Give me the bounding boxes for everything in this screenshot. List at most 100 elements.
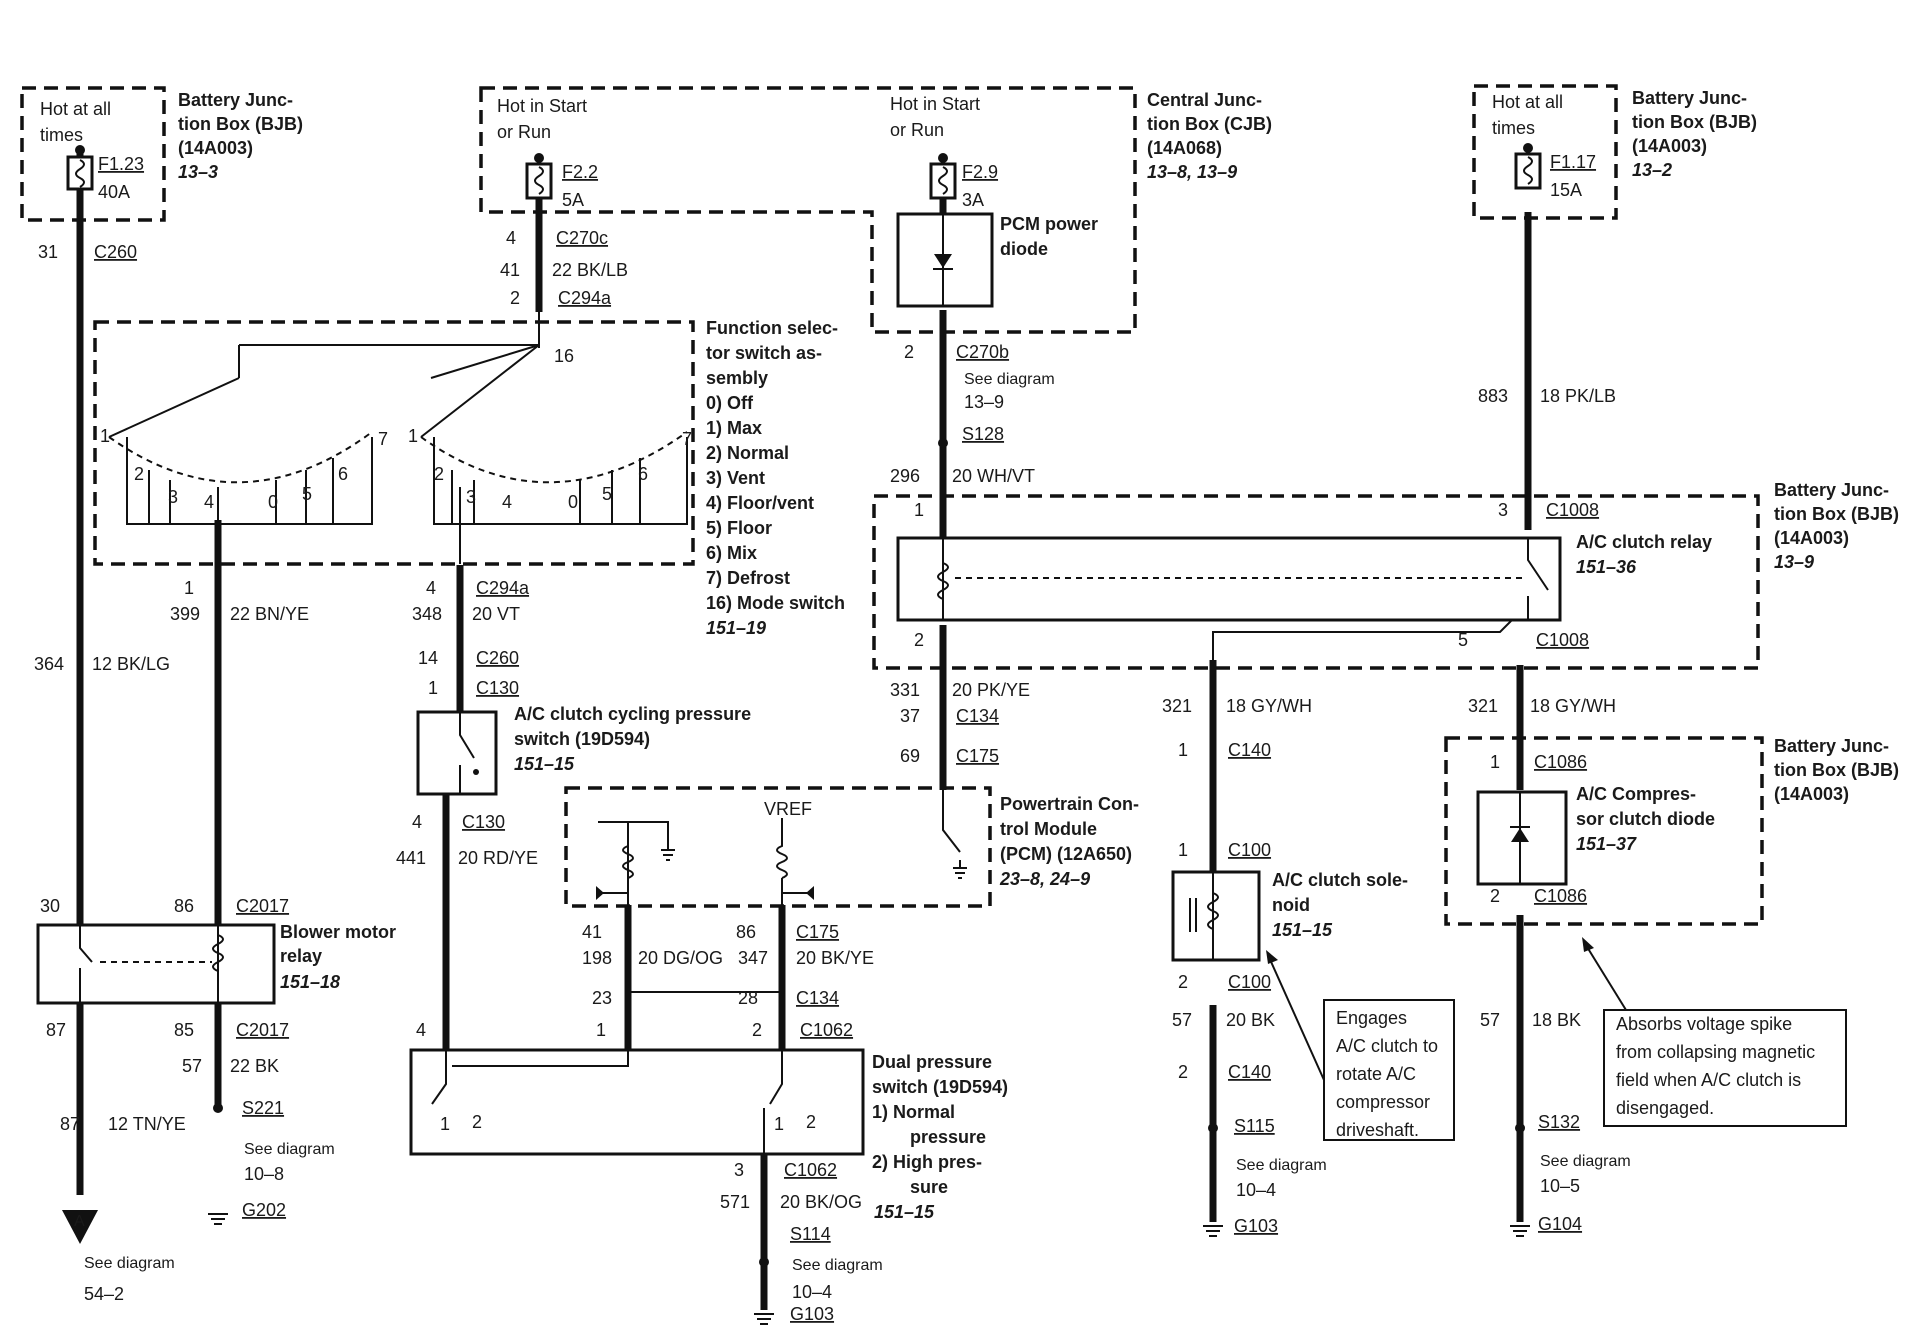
- arrow-icon: [1266, 950, 1278, 964]
- connector-label: 20 PK/YE: [952, 680, 1030, 700]
- switch-position: 1: [774, 1114, 784, 1134]
- connector-label: 20 BK: [1226, 1010, 1275, 1030]
- note-absorb-text: disengaged.: [1616, 1098, 1714, 1118]
- dual-switch-ref: 151–15: [874, 1202, 935, 1222]
- connector-label: C2017: [236, 896, 289, 916]
- connector-label: 86: [736, 922, 756, 942]
- cycling-switch-title: switch (19D594): [514, 729, 650, 749]
- note-engage-leader: [1267, 954, 1325, 1081]
- function-mode-item: 6) Mix: [706, 543, 757, 563]
- connector-label: 12 BK/LG: [92, 654, 170, 674]
- diode-bjb-title: Battery Junc-: [1774, 736, 1889, 756]
- relay-bjb-title: tion Box (BJB): [1774, 504, 1899, 524]
- connector-label: 20 BK/YE: [796, 948, 874, 968]
- blower-relay-title: relay: [280, 946, 322, 966]
- connector-label: 10–8: [244, 1164, 284, 1184]
- note-absorb-leader: [1583, 941, 1627, 1011]
- bjb-right-title: tion Box (BJB): [1632, 112, 1757, 132]
- connector-label: 87: [60, 1114, 80, 1134]
- cjb-hot-text: Hot in Start: [497, 96, 587, 116]
- connector-label: C100: [1228, 972, 1271, 992]
- connector-label: 1: [1490, 752, 1500, 772]
- function-switch-title: Function selec-: [706, 318, 838, 338]
- connector-label: 4: [506, 228, 516, 248]
- ac-clutch-relay-label: A/C clutch relay: [1576, 532, 1712, 552]
- see-diagram-text: See diagram: [964, 371, 1055, 388]
- pcm-power-diode-label: PCM power: [1000, 214, 1098, 234]
- ground-g103a-icon: [754, 1313, 774, 1325]
- function-mode-item: 0) Off: [706, 393, 754, 413]
- connector-label: C130: [476, 678, 519, 698]
- pin-number: 16: [554, 346, 574, 366]
- connector-label: 571: [720, 1192, 750, 1212]
- note-engage-text: rotate A/C: [1336, 1064, 1416, 1084]
- connector-label: 364: [34, 654, 64, 674]
- connector-label: 54–2: [84, 1284, 124, 1304]
- cjb-title: (14A068): [1147, 138, 1222, 158]
- fuse-number: F2.9: [962, 162, 998, 182]
- dual-switch-mode: 2) High pres-: [872, 1152, 982, 1172]
- connector-label: 347: [738, 948, 768, 968]
- connector-label: 18 BK: [1532, 1010, 1581, 1030]
- pcm-ref: 23–8, 24–9: [999, 869, 1090, 889]
- dual-switch-mode: 1) Normal: [872, 1102, 955, 1122]
- connector-label: 1: [1178, 740, 1188, 760]
- wire-321-branch: [1212, 611, 1521, 660]
- connector-label: C134: [956, 706, 999, 726]
- dual-pressure-switch-icon: [409, 1048, 865, 1156]
- switch-position: 7: [682, 429, 692, 449]
- blower-motor-relay-icon: [36, 923, 276, 1005]
- connector-label: 31: [38, 242, 58, 262]
- ground-g202-icon: [208, 1104, 228, 1225]
- connector-label: 1: [184, 578, 194, 598]
- connector-label: G104: [1538, 1214, 1582, 1234]
- pcm-box: [564, 786, 992, 908]
- function-mode-item: 4) Floor/vent: [706, 493, 814, 513]
- ground-g103b-icon: [1203, 1225, 1223, 1237]
- connector-label: 10–4: [1236, 1180, 1276, 1200]
- connector-label: 28: [738, 988, 758, 1008]
- connector-label: C270b: [956, 342, 1009, 362]
- connector-label: 22 BK/LB: [552, 260, 628, 280]
- bjb-right-box: [1472, 84, 1618, 220]
- connector-label: G202: [242, 1200, 286, 1220]
- connector-label: 2: [1490, 886, 1500, 906]
- connector-label: 2: [510, 288, 520, 308]
- fuse-f123-icon: [66, 145, 94, 192]
- cycling-switch-title: A/C clutch cycling pressure: [514, 704, 751, 724]
- connector-label: 57: [1480, 1010, 1500, 1030]
- fuse-f22-icon: [525, 153, 553, 200]
- note-absorb-text: from collapsing magnetic: [1616, 1042, 1815, 1062]
- connector-label: 18 PK/LB: [1540, 386, 1616, 406]
- connector-label: 41: [500, 260, 520, 280]
- connector-label: C270c: [556, 228, 608, 248]
- function-mode-item: 16) Mode switch: [706, 593, 845, 613]
- connector-label: 57: [182, 1056, 202, 1076]
- connector-label: 2: [1178, 1062, 1188, 1082]
- connector-label: 321: [1468, 696, 1498, 716]
- connector-label: 3: [734, 1160, 744, 1180]
- switch-position: 3: [168, 487, 178, 507]
- connector-label: 10–5: [1540, 1176, 1580, 1196]
- connector-label: 20 VT: [472, 604, 520, 624]
- relay-bjb-ref: 13–9: [1774, 552, 1814, 572]
- connector-label: 22 BN/YE: [230, 604, 309, 624]
- connector-label: C294a: [476, 578, 530, 598]
- connector-label: C175: [796, 922, 839, 942]
- function-switch-title: sembly: [706, 368, 768, 388]
- connector-label: 883: [1478, 386, 1508, 406]
- cycling-switch-ref: 151–15: [514, 754, 575, 774]
- connector-label: S128: [962, 424, 1004, 444]
- solenoid-title: A/C clutch sole-: [1272, 870, 1408, 890]
- ac-clutch-relay-ref: 151–36: [1576, 557, 1637, 577]
- see-diagram-text: See diagram: [1540, 1153, 1631, 1170]
- blower-relay-ref: 151–18: [280, 972, 340, 992]
- dual-switch-title: switch (19D594): [872, 1077, 1008, 1097]
- splice-icon: [213, 438, 1525, 1267]
- connector-label: 2: [752, 1020, 762, 1040]
- switch-position: 5: [302, 484, 312, 504]
- cjb-ref: 13–8, 13–9: [1147, 162, 1237, 182]
- switch-position: 0: [268, 492, 278, 512]
- connector-label: 18 GY/WH: [1530, 696, 1616, 716]
